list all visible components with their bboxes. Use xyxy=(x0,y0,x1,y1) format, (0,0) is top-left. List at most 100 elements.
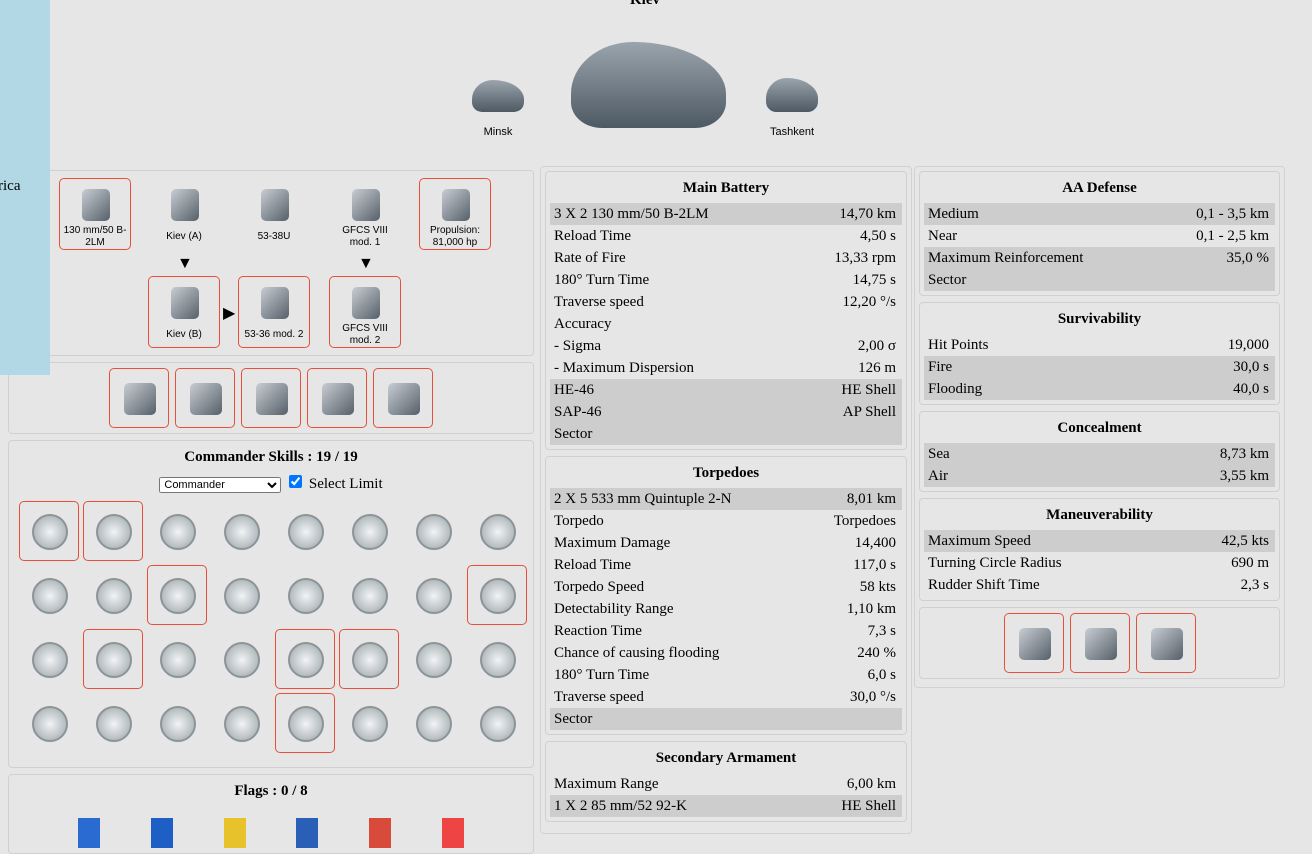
commander-skill[interactable] xyxy=(275,629,335,689)
stat-row: Sector xyxy=(550,708,902,730)
signal-flag-icon[interactable] xyxy=(150,818,173,848)
stat-value: 19,000 xyxy=(1227,337,1269,353)
stat-value: 7,3 s xyxy=(867,623,896,639)
signal-flag-icon[interactable] xyxy=(368,818,391,848)
commander-skill[interactable] xyxy=(211,693,271,753)
commander-skill[interactable] xyxy=(83,693,143,753)
damage-control-icon xyxy=(1018,628,1051,660)
commander-skill[interactable] xyxy=(211,565,271,625)
module-hull-b[interactable]: Kiev (B) xyxy=(148,276,220,348)
commander-skill[interactable] xyxy=(467,501,527,561)
module-fire-control-2[interactable]: GFCS VIII mod. 2 xyxy=(329,276,401,348)
upgrade-slot[interactable] xyxy=(175,368,235,428)
skill-icon xyxy=(416,578,452,614)
commander-skill[interactable] xyxy=(275,501,335,561)
skill-icon xyxy=(288,514,324,550)
commander-skill[interactable] xyxy=(403,565,463,625)
skill-icon xyxy=(224,514,260,550)
skill-icon xyxy=(32,578,68,614)
commander-skill[interactable] xyxy=(83,565,143,625)
commander-skill[interactable] xyxy=(339,693,399,753)
commander-skill[interactable] xyxy=(19,565,79,625)
stat-label: Rudder Shift Time xyxy=(928,577,1040,593)
stat-label: Maximum Damage xyxy=(554,535,671,551)
torpedo-icon xyxy=(261,189,289,221)
module-label: GFCS VIII mod. 2 xyxy=(342,323,388,346)
commander-skill[interactable] xyxy=(19,501,79,561)
upgrade-slot[interactable] xyxy=(373,368,433,428)
commander-skill[interactable] xyxy=(275,565,335,625)
stat-label: Sector xyxy=(554,711,593,727)
stat-value: 2,3 s xyxy=(1240,577,1269,593)
commander-skill[interactable] xyxy=(147,693,207,753)
stat-value: 13,33 rpm xyxy=(834,250,896,266)
upgrade-slot[interactable] xyxy=(241,368,301,428)
module-label: Kiev (A) xyxy=(166,231,202,242)
stat-label: Reload Time xyxy=(554,228,632,244)
consumable-slot[interactable] xyxy=(1135,613,1196,673)
commander-skill[interactable] xyxy=(83,501,143,561)
commander-skill[interactable] xyxy=(467,629,527,689)
stat-label: Near xyxy=(928,228,958,244)
stat-label: SAP-46 xyxy=(554,404,602,420)
module-fire-control-1[interactable]: GFCS VIII mod. 1 xyxy=(329,178,401,250)
skill-icon xyxy=(288,706,324,742)
module-main-battery[interactable]: 130 mm/50 B-2LM xyxy=(59,178,131,250)
skill-icon xyxy=(96,706,132,742)
upgrade-slot[interactable] xyxy=(307,368,367,428)
commander-skill[interactable] xyxy=(211,629,271,689)
commander-skill[interactable] xyxy=(19,629,79,689)
signal-flag-icon[interactable] xyxy=(223,818,246,848)
main-battery-mod-icon xyxy=(124,383,156,415)
commander-skill[interactable] xyxy=(19,693,79,753)
gun-icon xyxy=(82,189,110,221)
commander-skill[interactable] xyxy=(467,693,527,753)
stat-row: Rudder Shift Time 2,3 s xyxy=(924,574,1275,596)
commander-skill[interactable] xyxy=(275,693,335,753)
commander-skill[interactable] xyxy=(339,501,399,561)
next-ship[interactable]: Tashkent xyxy=(764,78,820,138)
skill-icon xyxy=(352,642,388,678)
module-torpedo-a[interactable]: 53-38U xyxy=(238,178,310,250)
module-torpedo-b[interactable]: 53-36 mod. 2 xyxy=(238,276,310,348)
skill-icon xyxy=(224,706,260,742)
consumables-panel xyxy=(919,607,1280,679)
skill-icon xyxy=(160,642,196,678)
commander-skill[interactable] xyxy=(403,629,463,689)
commander-skill[interactable] xyxy=(211,501,271,561)
consumable-slot[interactable] xyxy=(1003,613,1064,673)
stat-label: Medium xyxy=(928,206,979,222)
arrow-down-icon: ▼ xyxy=(177,255,193,272)
upgrade-slot[interactable] xyxy=(109,368,169,428)
commander-skill[interactable] xyxy=(147,501,207,561)
arrow-down-icon: ▼ xyxy=(358,255,374,272)
torpedo-icon xyxy=(261,287,289,319)
commander-skill[interactable] xyxy=(147,629,207,689)
commander-skill[interactable] xyxy=(403,693,463,753)
commander-skills-title: Commander Skills : 19 / 19 xyxy=(184,449,358,465)
module-propulsion[interactable]: Propulsion: 81,000 hp xyxy=(419,178,491,250)
commander-skill[interactable] xyxy=(339,565,399,625)
consumable-slot[interactable] xyxy=(1069,613,1130,673)
stat-label: Torpedo xyxy=(554,513,604,529)
commander-skill[interactable] xyxy=(467,565,527,625)
commander-skill[interactable] xyxy=(83,629,143,689)
stat-value: 12,20 °/s xyxy=(842,294,896,310)
signal-flag-icon[interactable] xyxy=(296,818,319,848)
commander-skill[interactable] xyxy=(339,629,399,689)
select-limit-checkbox[interactable] xyxy=(289,475,303,488)
signal-flag-icon[interactable] xyxy=(78,818,101,848)
prev-ship[interactable]: Minsk xyxy=(470,80,526,138)
left-column: 130 mm/50 B-2LM Kiev (A) 53-38U GFCS VII… xyxy=(4,166,538,854)
commander-select[interactable]: Commander xyxy=(159,477,282,493)
signal-flag-icon[interactable] xyxy=(441,818,464,848)
commander-skill[interactable] xyxy=(147,565,207,625)
commander-skill[interactable] xyxy=(403,501,463,561)
module-hull-a[interactable]: Kiev (A) xyxy=(148,178,220,250)
